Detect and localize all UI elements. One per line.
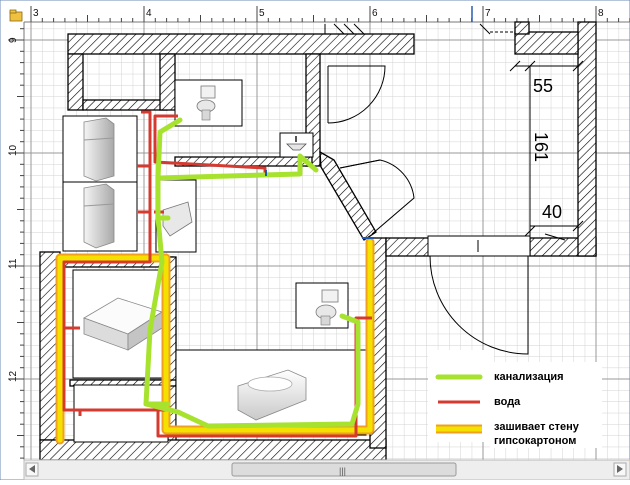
- wall-upper-shelf: [82, 99, 168, 111]
- ruler-label-top: 5: [259, 8, 265, 19]
- fridge-icon[interactable]: [83, 183, 115, 249]
- toilet-icon[interactable]: [315, 289, 339, 326]
- wall-niche-top: [514, 31, 579, 55]
- scroll-thumb-grip: |||: [339, 466, 346, 476]
- ruler-label-top: 7: [485, 8, 491, 19]
- top-ruler: [0, 0, 630, 22]
- wall-diagonal: [319, 150, 377, 241]
- wall-partition-top: [159, 53, 176, 111]
- arrow-right-icon: [617, 465, 623, 473]
- ruler-label-top: 4: [146, 8, 152, 19]
- ruler-label-left: 12: [8, 370, 19, 382]
- fridge-icon[interactable]: [83, 117, 115, 182]
- wall-far-right: [577, 21, 597, 257]
- ruler-label-top: 6: [372, 8, 378, 19]
- drywall-lines: [55, 237, 375, 445]
- door-swing-1[interactable]: [327, 65, 386, 124]
- horizontal-scrollbar[interactable]: |||: [23, 459, 630, 481]
- scroll-thumb[interactable]: [231, 462, 457, 477]
- folder-icon[interactable]: [9, 9, 23, 22]
- ruler-label-left: 10: [8, 144, 19, 156]
- legend-sewer-label: канализация: [494, 371, 564, 383]
- arrow-left-icon: [29, 465, 35, 473]
- legend-drywall-label-2: гипсокартоном: [494, 435, 576, 447]
- door-swing-3[interactable]: [429, 255, 529, 355]
- wall-left-upper: [67, 53, 84, 111]
- wall-bottom: [39, 439, 387, 461]
- sink-icon[interactable]: [162, 201, 193, 237]
- door-swing-2[interactable]: [339, 159, 415, 235]
- legend-text-area: [490, 362, 602, 448]
- wall-top: [67, 33, 415, 55]
- wall-niche-post: [514, 21, 530, 35]
- drywall-fill: [57, 239, 373, 443]
- doors: [327, 65, 531, 355]
- left-ruler: [0, 0, 24, 480]
- ruler-label-left: 9: [8, 37, 19, 43]
- door-marks-top: [324, 23, 515, 35]
- bathtub-icon[interactable]: [237, 369, 307, 421]
- sewer-pipe-upper: [155, 117, 319, 181]
- ruler-label-top: 8: [598, 8, 604, 19]
- legend: канализация вода зашивает стену гипсокар…: [428, 350, 602, 448]
- door-leaf-right[interactable]: [427, 235, 531, 257]
- ruler-label-left: 11: [8, 258, 19, 269]
- wall-doorway-left: [385, 237, 431, 257]
- legend-water-label: вода: [494, 396, 521, 408]
- sewer-pipes: [143, 117, 361, 429]
- dimension-width-bottom: 40: [542, 202, 562, 222]
- dimension-height-side: 161: [531, 132, 551, 162]
- toilet-icon[interactable]: [196, 85, 216, 121]
- ruler-label-top: 3: [33, 8, 39, 19]
- sink-icon[interactable]: [286, 136, 307, 151]
- dimension-width-top: 55: [533, 76, 553, 96]
- legend-drywall-label-1: зашивает стену: [494, 421, 580, 433]
- dimension-lines: [509, 60, 584, 241]
